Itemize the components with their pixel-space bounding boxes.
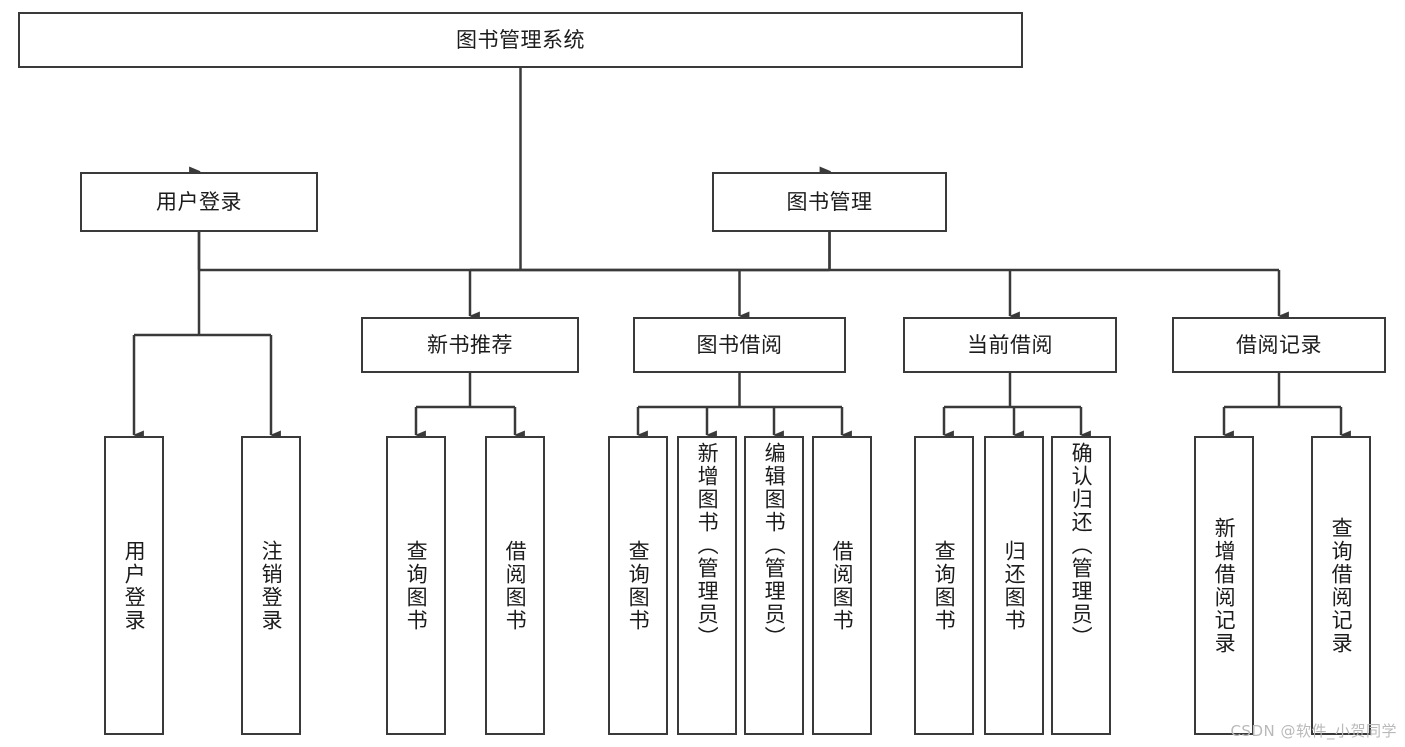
node-leaf-borrow-1[interactable]: 借阅图书 bbox=[485, 436, 545, 735]
node-label: 借阅图书 bbox=[830, 539, 855, 632]
node-leaf-q-book-2[interactable]: 查询图书 bbox=[608, 436, 668, 735]
node-label: 确认归还（管理员） bbox=[1069, 442, 1094, 649]
node-label: 新增借阅记录 bbox=[1212, 516, 1237, 655]
node-leaf-edit-book[interactable]: 编辑图书（管理员） bbox=[744, 436, 804, 735]
node-label: 新书推荐 bbox=[427, 332, 513, 357]
node-leaf-add-book[interactable]: 新增图书（管理员） bbox=[677, 436, 737, 735]
node-label: 查询借阅记录 bbox=[1329, 516, 1354, 655]
node-label: 查询图书 bbox=[932, 539, 957, 632]
node-label: 用户登录 bbox=[122, 539, 147, 632]
node-label: 用户登录 bbox=[156, 189, 242, 214]
node-label: 查询图书 bbox=[404, 539, 429, 632]
node-label: 借阅记录 bbox=[1236, 332, 1322, 357]
node-borrow-record[interactable]: 借阅记录 bbox=[1172, 317, 1386, 373]
node-book-borrow[interactable]: 图书借阅 bbox=[633, 317, 846, 373]
node-new-book-rec[interactable]: 新书推荐 bbox=[361, 317, 579, 373]
node-label: 图书借阅 bbox=[696, 332, 783, 357]
node-leaf-logout[interactable]: 注销登录 bbox=[241, 436, 301, 735]
node-leaf-confirm[interactable]: 确认归还（管理员） bbox=[1051, 436, 1111, 735]
node-root[interactable]: 图书管理系统 bbox=[18, 12, 1023, 68]
node-leaf-q-book-3[interactable]: 查询图书 bbox=[914, 436, 974, 735]
node-label: 当前借阅 bbox=[967, 332, 1053, 357]
node-label: 新增图书（管理员） bbox=[695, 442, 720, 649]
node-label: 图书管理 bbox=[786, 189, 873, 214]
node-leaf-return[interactable]: 归还图书 bbox=[984, 436, 1044, 735]
node-label: 注销登录 bbox=[259, 539, 284, 632]
node-label: 借阅图书 bbox=[503, 539, 528, 632]
node-leaf-q-book-1[interactable]: 查询图书 bbox=[386, 436, 446, 735]
node-leaf-add-rec[interactable]: 新增借阅记录 bbox=[1194, 436, 1254, 735]
node-label: 查询图书 bbox=[626, 539, 651, 632]
node-user-login[interactable]: 用户登录 bbox=[80, 172, 318, 232]
node-leaf-query-rec[interactable]: 查询借阅记录 bbox=[1311, 436, 1371, 735]
node-leaf-borrow-2[interactable]: 借阅图书 bbox=[812, 436, 872, 735]
node-book-manage[interactable]: 图书管理 bbox=[712, 172, 947, 232]
node-label: 归还图书 bbox=[1002, 539, 1027, 632]
node-label: 图书管理系统 bbox=[456, 27, 585, 52]
node-label: 编辑图书（管理员） bbox=[762, 442, 787, 649]
node-current-borrow[interactable]: 当前借阅 bbox=[903, 317, 1117, 373]
node-leaf-user-login[interactable]: 用户登录 bbox=[104, 436, 164, 735]
